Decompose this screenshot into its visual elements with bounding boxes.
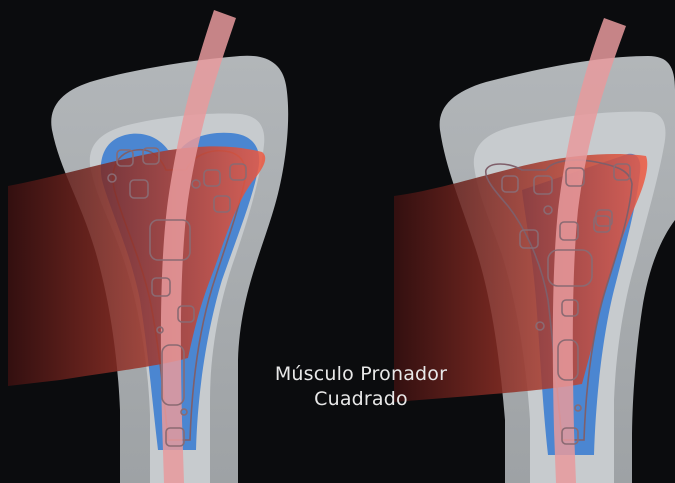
pronator-muscle-caption: Músculo Pronador Cuadrado xyxy=(236,362,486,412)
caption-line-2: Cuadrado xyxy=(236,387,486,412)
caption-line-1: Músculo Pronador xyxy=(236,362,486,387)
right-anatomy-panel xyxy=(394,18,675,483)
left-anatomy-panel xyxy=(8,10,288,483)
